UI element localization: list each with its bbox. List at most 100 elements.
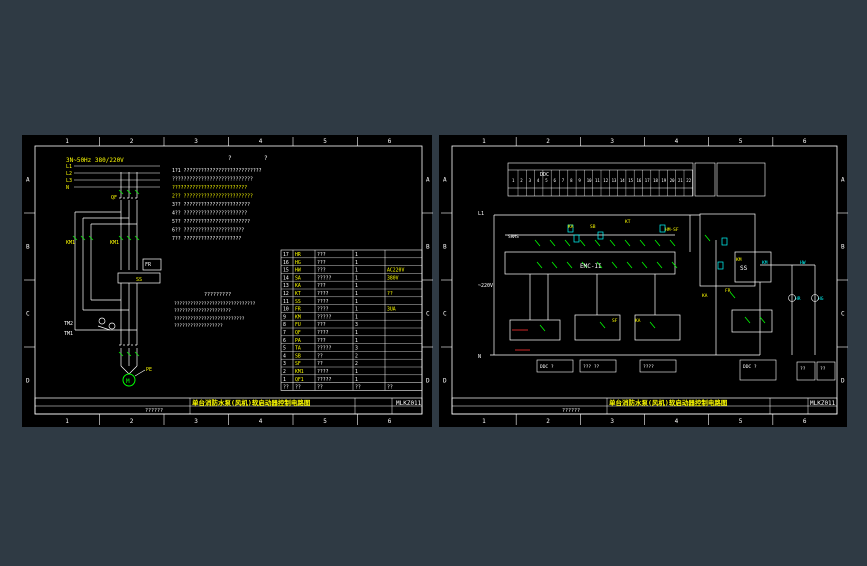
svg-text:KA: KA xyxy=(568,224,574,230)
left-footer-text: ?????? xyxy=(145,408,163,414)
note-qmark-2: ? xyxy=(264,155,268,162)
l1-label: L1 xyxy=(478,211,484,217)
left-lower-lines: ?????????????????????????????? ?????????… xyxy=(174,301,256,329)
table-cell: 1 xyxy=(355,291,358,297)
terminal-number: 16 xyxy=(637,178,642,183)
lamp-hg xyxy=(811,294,819,302)
left-col-6-top: 6 xyxy=(388,138,392,145)
table-cell: 2 xyxy=(355,353,358,359)
terminal-number: 20 xyxy=(670,178,675,183)
table-cell: HG xyxy=(295,260,301,266)
right-row-C-right: C xyxy=(841,311,845,318)
table-cell: ?? xyxy=(387,291,393,297)
left-title-block: ?????? 单台消防水泵(风机)软启动器控制电路图 MLKZ011 xyxy=(34,397,423,415)
table-header-cell: ?? xyxy=(283,385,289,391)
table-cell: 6 xyxy=(283,338,286,344)
right-col-1-top: 1 xyxy=(482,138,486,145)
svg-text:??????????????????????????????: ?????????????????????????????? xyxy=(174,301,256,307)
table-cell: KT xyxy=(295,291,301,297)
phase-label-l1: L1 xyxy=(66,164,72,170)
table-cell: 1 xyxy=(355,369,358,375)
left-row-B-right: B xyxy=(426,244,430,251)
table-cell: ??? xyxy=(317,338,326,344)
table-cell: 1 xyxy=(355,260,358,266)
left-lower-note: ????????? xyxy=(204,292,231,298)
right-row-C-left: C xyxy=(443,311,447,318)
table-cell: KM xyxy=(295,314,301,320)
table-cell: ???? xyxy=(317,299,329,305)
table-cell: 13 xyxy=(283,283,289,289)
table-cell: 14 xyxy=(283,275,289,281)
bottom-box-3: ???? xyxy=(643,364,654,370)
right-box-1: ?? xyxy=(800,366,806,372)
table-cell: ??? xyxy=(317,322,326,328)
table-cell: KM1 xyxy=(295,369,304,375)
table-cell: 15 xyxy=(283,268,289,274)
svg-text:HR: HR xyxy=(795,296,801,302)
table-cell: ??? xyxy=(317,268,326,274)
table-cell: 1 xyxy=(355,283,358,289)
left-col-5-top: 5 xyxy=(323,138,327,145)
left-col-2-top: 2 xyxy=(130,138,134,145)
right-col-4-bottom: 4 xyxy=(675,418,679,425)
km-right-label: KM1 xyxy=(110,240,119,246)
ddc-label: DDC xyxy=(540,172,549,178)
terminal-number: 12 xyxy=(603,178,608,183)
table-cell: 3 xyxy=(283,361,286,367)
right-col-3-top: 3 xyxy=(610,138,614,145)
table-cell: HR xyxy=(295,252,301,258)
table-cell: 1 xyxy=(355,377,358,383)
table-cell: 9 xyxy=(283,314,286,320)
table-cell: 1 xyxy=(283,377,286,383)
terminal-number: 22 xyxy=(686,178,691,183)
right-row-A-left: A xyxy=(443,177,447,184)
table-cell: HW xyxy=(295,268,301,274)
left-col-5-bottom: 5 xyxy=(323,418,327,425)
table-cell: 16 xyxy=(283,260,289,266)
svg-text:KA: KA xyxy=(702,293,708,299)
table-cell: FU xyxy=(295,322,301,328)
table-cell: ???? xyxy=(317,369,329,375)
right-title-block: ?????? 单台消防水泵(风机)软启动器控制电路图 MLKZ011 xyxy=(451,397,838,415)
right-col-3-bottom: 3 xyxy=(610,418,614,425)
ss-label: SS xyxy=(136,277,142,283)
table-cell: AC220V xyxy=(387,268,404,274)
table-cell: 3UA xyxy=(387,307,396,313)
terminal-number: 19 xyxy=(661,178,666,183)
right-col-2-bottom: 2 xyxy=(546,418,550,425)
table-cell: ????? xyxy=(317,275,332,281)
left-row-A-left: A xyxy=(26,177,30,184)
motor-label: M xyxy=(126,378,130,385)
left-row-C-left: C xyxy=(26,311,30,318)
table-cell: 10 xyxy=(283,307,289,313)
left-col-6-bottom: 6 xyxy=(388,418,392,425)
table-cell: ?? xyxy=(317,353,323,359)
table-cell: 1 xyxy=(355,299,358,305)
svg-text:KT: KT xyxy=(625,219,631,225)
srms-label: SRMS xyxy=(508,234,519,240)
table-cell: 1 xyxy=(355,314,358,320)
right-title: 单台消防水泵(风机)软启动器控制电路图 xyxy=(609,398,728,407)
table-cell: SA xyxy=(295,275,301,281)
terminal-number: 3 xyxy=(529,178,532,183)
qf-label: QF xyxy=(111,195,117,201)
phase-label-n: N xyxy=(66,185,69,191)
left-main-circuit xyxy=(74,172,162,375)
table-cell: ????? xyxy=(317,377,332,383)
km-left-label: KM1 xyxy=(66,240,75,246)
table-cell: TA xyxy=(295,346,301,352)
svg-text:?????????????????????: ????????????????????? xyxy=(174,308,231,314)
lamp-hr xyxy=(788,294,796,302)
right-box-2: ?? xyxy=(820,366,826,372)
control-contacts xyxy=(512,224,766,351)
right-row-B-left: B xyxy=(443,244,447,251)
left-notes-block: 1?1 ??????????????????????????? ????????… xyxy=(172,168,262,242)
left-col-2-bottom: 2 xyxy=(130,418,134,425)
left-col-1-bottom: 1 xyxy=(65,418,69,425)
note-qmark-1: ? xyxy=(228,155,232,162)
